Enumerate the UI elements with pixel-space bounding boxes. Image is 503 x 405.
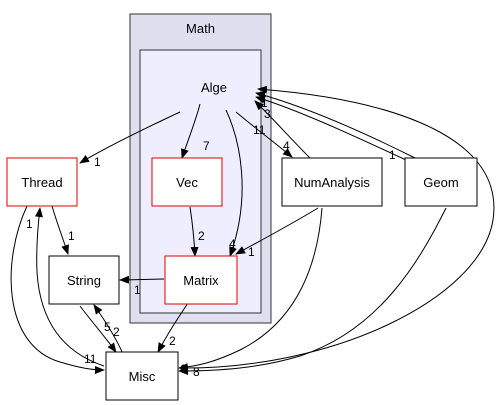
edge-label-thread-misc: 1: [26, 217, 33, 231]
node-string-label: String: [67, 273, 101, 288]
edge-numanalysis-misc: [178, 207, 323, 372]
edge-label-numanalysis-matrix: 1: [248, 245, 255, 259]
edge-numanalysis-alge: 11: [253, 100, 311, 159]
node-vec-box: [151, 157, 223, 207]
edge-label-misc-string: 2: [113, 325, 120, 339]
edge-label-vec-matrix: 2: [198, 229, 205, 243]
edge-string-misc: 5: [79, 305, 117, 353]
edge-label-alge-vec: 7: [203, 139, 210, 153]
node-matrix-label: Matrix: [183, 273, 219, 288]
edge-label-alge-numanalysis: 4: [283, 139, 290, 153]
node-geom[interactable]: Geom: [404, 157, 478, 207]
node-string[interactable]: String: [48, 255, 120, 305]
edge-numanalysis-matrix: 1: [235, 207, 319, 259]
edge-label-geom-alge: 1: [389, 148, 396, 162]
node-alge[interactable]: Alge: [201, 80, 227, 95]
node-matrix-box: [164, 255, 238, 305]
edge-label-geom-alge-near: 1: [261, 96, 268, 110]
node-string-box: [48, 255, 120, 305]
edge-label-alge-matrix: 4: [229, 237, 236, 251]
node-vec[interactable]: Vec: [151, 157, 223, 207]
node-thread[interactable]: Thread: [6, 157, 78, 207]
edge-label-string-misc: 5: [104, 320, 111, 334]
edge-thread-misc: 1: [10, 205, 105, 374]
edge-label-geom-misc: 8: [193, 365, 200, 379]
edge-alge-numanalysis: 4: [235, 111, 293, 158]
node-alge-label: Alge: [201, 80, 227, 95]
edge-matrix-string: 1: [119, 275, 165, 297]
edge-geom-alge-2: [255, 91, 416, 159]
edge-vec-matrix: 2: [189, 206, 205, 257]
node-thread-label: Thread: [21, 175, 62, 190]
node-matrix[interactable]: Matrix: [164, 255, 238, 305]
node-numanalysis-box: [281, 157, 383, 207]
edge-label-thread-string: 1: [68, 229, 75, 243]
node-misc[interactable]: Misc: [105, 351, 179, 401]
edge-label-matrix-misc: 2: [169, 334, 176, 348]
edge-alge-vec: 7: [181, 103, 210, 159]
edge-label-misc-alge-far: 6: [180, 362, 187, 376]
edge-alge-matrix: 4: [225, 109, 243, 257]
cluster-math-label: Math: [186, 21, 215, 36]
edge-misc-thread: 11: [34, 207, 105, 367]
edge-misc-string: 2: [93, 304, 124, 355]
edge-geom-alge: 1 1: [255, 95, 407, 162]
node-thread-box: [6, 157, 78, 207]
node-geom-box: [404, 157, 478, 207]
edge-label-misc-thread: 11: [84, 352, 97, 366]
edge-label-matrix-string: 1: [134, 283, 141, 297]
node-misc-box: [105, 351, 179, 401]
edge-thread-string: 1: [51, 205, 75, 255]
edge-alge-thread: 1: [79, 111, 181, 169]
node-numanalysis-label: NumAnalysis: [294, 175, 370, 190]
edge-geom-misc: 8: [178, 207, 447, 379]
edge-label-alge-thread: 1: [94, 155, 101, 169]
node-misc-label: Misc: [129, 369, 156, 384]
node-geom-label: Geom: [423, 175, 458, 190]
node-numanalysis[interactable]: NumAnalysis: [281, 157, 383, 207]
edge-label-numanalysis-alge: 11: [253, 123, 266, 137]
edge-matrix-misc: 2: [157, 302, 189, 353]
edge-label-misc-alge-near: 3: [264, 107, 271, 121]
node-vec-label: Vec: [176, 175, 198, 190]
